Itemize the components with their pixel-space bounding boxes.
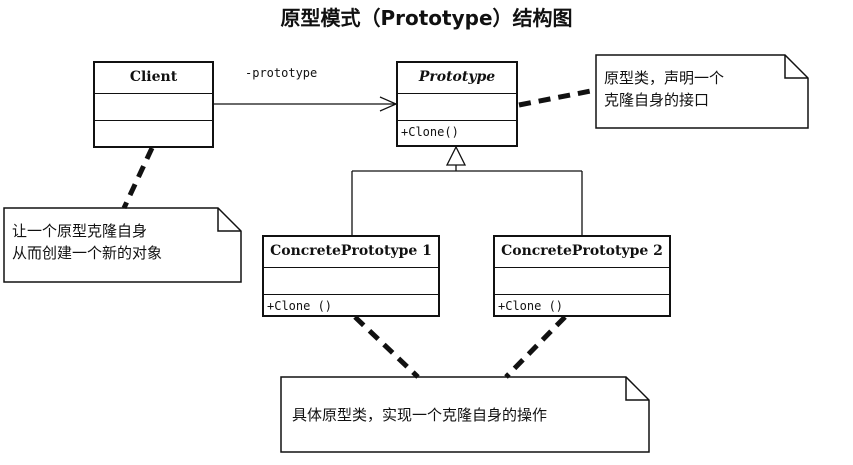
prototype-note-shape [595, 54, 809, 129]
inheritance-triangle [445, 145, 467, 166]
concrete-prototype-1-class: ConcretePrototype 1 +Clone () [262, 235, 440, 317]
concrete-note-line1: 具体原型类，实现一个克隆自身的操作 [292, 406, 548, 424]
concrete-prototype-2-name: ConcretePrototype 2 [495, 237, 669, 268]
client-note-line1: 让一个原型克隆自身 [12, 222, 148, 240]
concrete-prototype-2-attributes [495, 268, 669, 295]
prototype-note-line2: 克隆自身的接口 [604, 91, 710, 109]
prototype-attributes [398, 94, 516, 121]
prototype-note-line1: 原型类，声明一个 [604, 69, 725, 87]
concrete-prototype-1-name: ConcretePrototype 1 [264, 237, 438, 268]
client-attributes [95, 94, 212, 121]
prototype-class: Prototype +Clone() [396, 61, 518, 147]
concrete-note-shape [280, 376, 650, 453]
client-class: Client [93, 61, 214, 148]
concrete-note: 具体原型类，实现一个克隆自身的操作 [292, 404, 547, 426]
note-connectors [121, 87, 597, 379]
concrete-prototype-2-class: ConcretePrototype 2 +Clone () [493, 235, 671, 317]
concrete-prototype-1-operation: +Clone () [267, 299, 333, 313]
client-note-line2: 从而创建一个新的对象 [12, 244, 163, 262]
prototype-note-link [518, 87, 597, 108]
client-note-link [121, 146, 155, 210]
concrete2-note-link [504, 315, 567, 379]
diagram-title: 原型模式（Prototype）结构图 [280, 6, 573, 30]
concrete-prototype-1-attributes [264, 268, 438, 295]
prototype-operation: +Clone() [401, 125, 459, 139]
prototype-class-name: Prototype [398, 63, 516, 94]
client-note-shape [3, 207, 242, 283]
inheritance-lines [351, 145, 583, 236]
client-note: 让一个原型克隆自身 从而创建一个新的对象 [12, 220, 162, 264]
concrete1-note-link [353, 315, 420, 379]
prototype-note: 原型类，声明一个 克隆自身的接口 [604, 67, 724, 111]
concrete-prototype-2-operation: +Clone () [498, 299, 564, 313]
client-class-name: Client [95, 63, 212, 94]
association-arrow [213, 96, 398, 112]
association-label: -prototype [245, 66, 318, 80]
